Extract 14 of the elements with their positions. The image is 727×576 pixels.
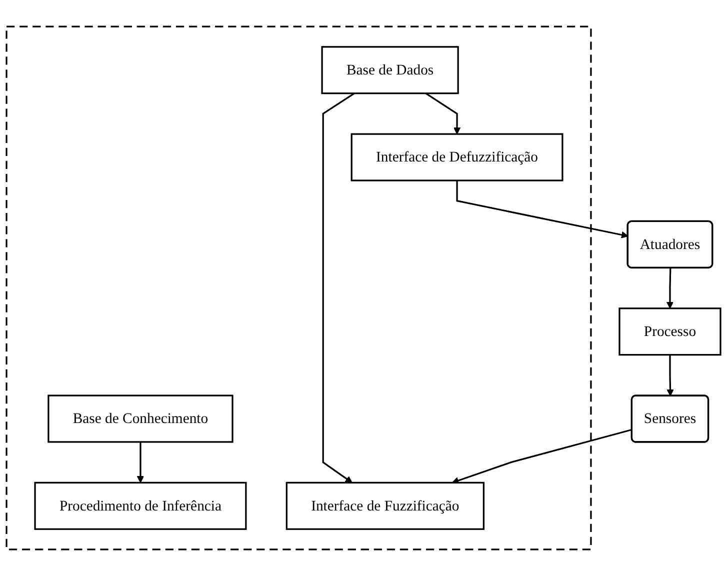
node-box: Interface de Fuzzificação [286,482,484,530]
cluster [6,26,592,550]
arrow [666,268,674,309]
arrow [666,354,674,396]
arrow [425,92,461,134]
arrow [322,92,355,483]
node-box: Processo [618,308,722,356]
node-box: Interface de Defuzzificação [350,133,564,182]
arrow [452,428,632,484]
arrow [456,180,628,238]
node-box: Base de Dados [321,46,459,94]
arrow [136,442,144,483]
node-box: Procedimento de Inferência [34,482,247,530]
node-box: Base de Conhecimento [48,394,234,443]
